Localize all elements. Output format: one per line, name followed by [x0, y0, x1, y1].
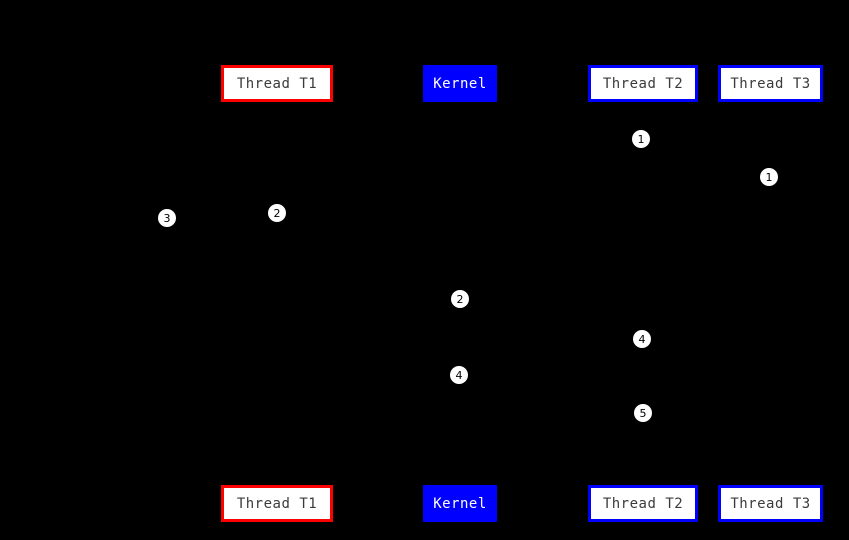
- step-marker: 1: [760, 168, 778, 186]
- step-marker: 4: [633, 330, 651, 348]
- message-arrow-2: [276, 193, 643, 199]
- participant-label-thread-t3: Thread T3: [730, 75, 811, 92]
- message-arrow-7: [460, 393, 644, 399]
- participant-header-thread-t2[interactable]: Thread T2: [588, 65, 698, 102]
- participant-label-thread-t3-footer: Thread T3: [730, 495, 811, 512]
- participant-label-thread-t2-footer: Thread T2: [602, 495, 684, 512]
- participant-footer-kernel[interactable]: Kernel: [423, 485, 497, 522]
- step-marker: 2: [268, 204, 286, 222]
- step-marker: 1: [632, 130, 650, 148]
- participant-header-kernel[interactable]: Kernel: [423, 65, 497, 102]
- participant-label-thread-t2: Thread T2: [602, 75, 684, 92]
- participant-label-thread-t1-footer: Thread T1: [236, 495, 318, 512]
- participant-footer-thread-t2[interactable]: Thread T2: [588, 485, 698, 522]
- step-marker-number: 3: [163, 211, 171, 225]
- step-marker-number: 4: [638, 332, 646, 346]
- message-arrow-4: [277, 279, 461, 285]
- participant-label-thread-t1: Thread T1: [236, 75, 318, 92]
- participant-label-kernel-footer: Kernel: [433, 495, 487, 512]
- participant-label-kernel: Kernel: [433, 75, 487, 92]
- participant-footer-thread-t3[interactable]: Thread T3: [718, 485, 823, 522]
- lifeline-t1: [277, 101, 278, 485]
- step-marker-number: 1: [765, 170, 773, 184]
- message-arrow-6: [276, 355, 460, 361]
- message-arrow-1: [642, 119, 770, 125]
- participant-header-thread-t1[interactable]: Thread T1: [221, 65, 333, 102]
- message-arrow-5: [460, 319, 644, 325]
- step-marker-number: 2: [456, 292, 464, 306]
- participant-header-thread-t3[interactable]: Thread T3: [718, 65, 823, 102]
- step-marker-number: 1: [637, 132, 645, 146]
- step-marker-number: 5: [639, 406, 647, 420]
- step-marker: 5: [634, 404, 652, 422]
- message-arrow-3: [167, 223, 278, 229]
- lifeline-t2: [643, 101, 644, 485]
- step-marker: 2: [451, 290, 469, 308]
- participant-footer-thread-t1[interactable]: Thread T1: [221, 485, 333, 522]
- step-marker: 3: [158, 209, 176, 227]
- lifeline-t3: [770, 101, 771, 485]
- step-marker: 4: [450, 366, 468, 384]
- step-marker-number: 2: [273, 206, 281, 220]
- step-marker-number: 4: [455, 368, 463, 382]
